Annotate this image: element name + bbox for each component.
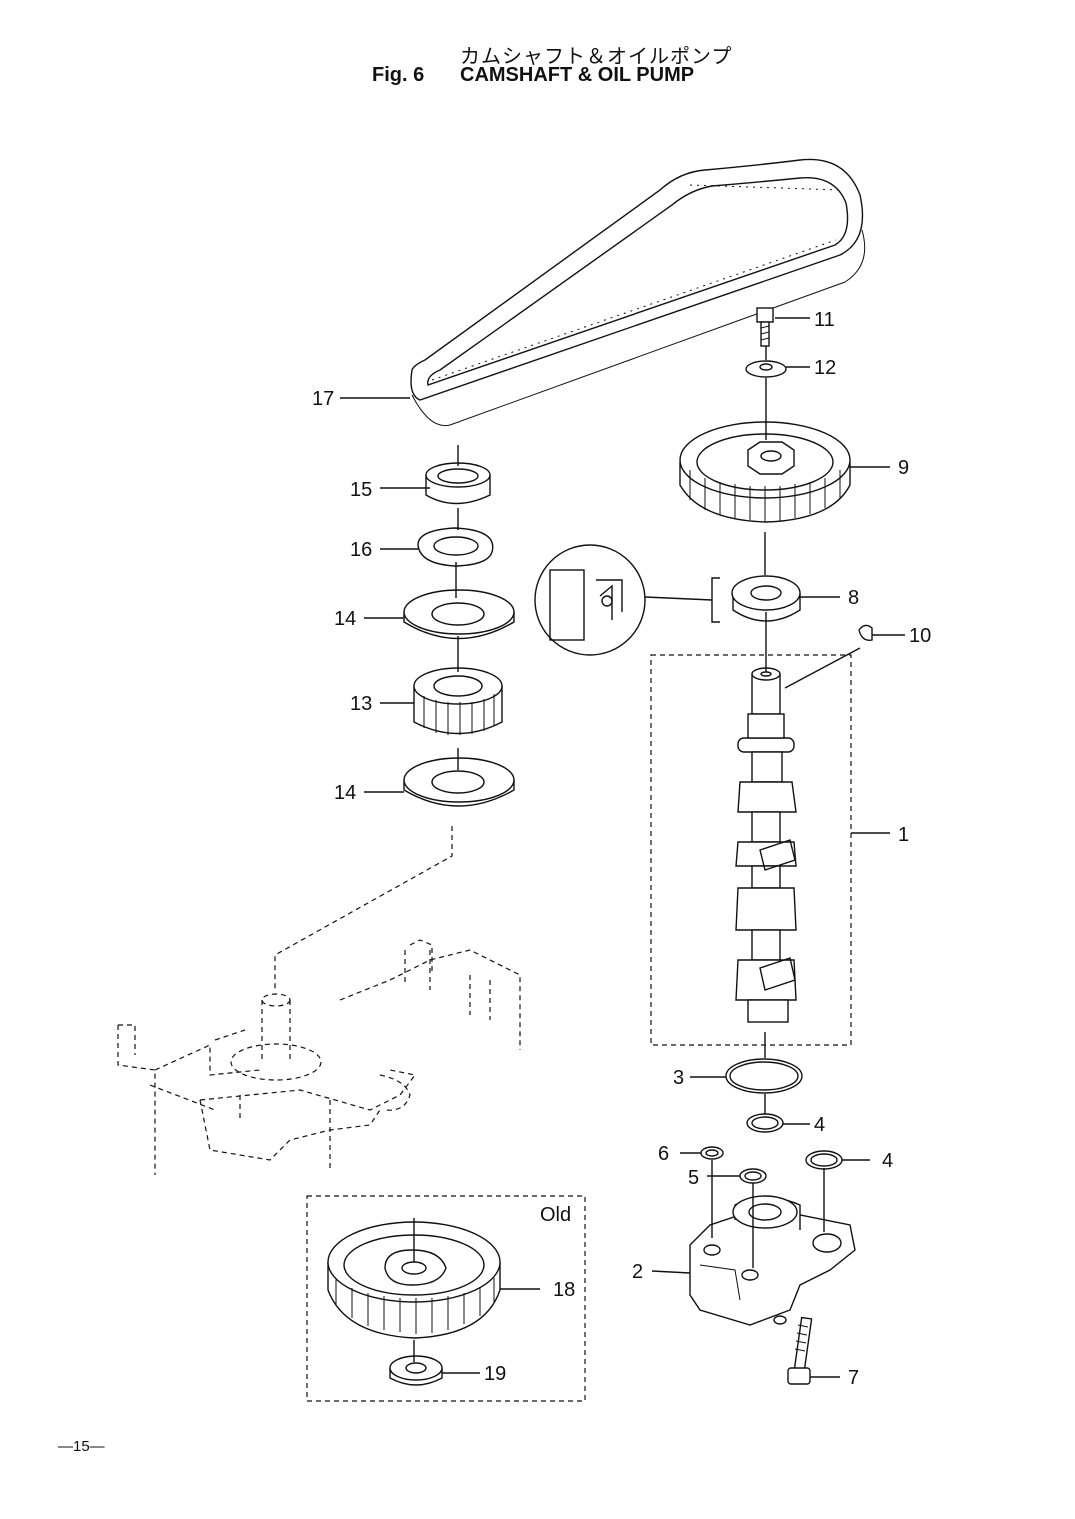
page-number: —15— <box>58 1438 105 1455</box>
o-ring-3 <box>725 1058 803 1094</box>
callout-13: 13 <box>350 693 372 715</box>
cam-pulley-9 <box>679 421 851 523</box>
callout-16: 16 <box>350 539 372 561</box>
callout-12: 12 <box>814 357 836 379</box>
engine-block-outline <box>117 826 521 1175</box>
old-parts-box <box>306 1195 586 1402</box>
seal-4-upper <box>746 1113 784 1133</box>
axis-lines-right <box>711 346 825 1268</box>
bearing-detail-inset <box>534 544 720 656</box>
lock-washer-16 <box>417 527 494 567</box>
callout-19: 19 <box>484 1363 506 1385</box>
callout-17: 17 <box>312 388 334 410</box>
leader-lines <box>340 317 905 1378</box>
bolt-7 <box>787 1316 813 1385</box>
callout-9: 9 <box>898 457 909 479</box>
axis-lines-left <box>455 445 459 770</box>
title-english: CAMSHAFT & OIL PUMP <box>460 64 695 86</box>
callout-18: 18 <box>553 1279 575 1301</box>
callout-2: 2 <box>632 1261 643 1283</box>
bearing-8 <box>731 575 801 622</box>
callout-15: 15 <box>350 479 372 501</box>
old-box-label: Old <box>540 1204 571 1226</box>
seal-5 <box>739 1168 767 1184</box>
plate-14-lower <box>403 757 515 807</box>
callout-3: 3 <box>673 1067 684 1089</box>
camshaft-1 <box>735 667 797 1023</box>
bolt-11 <box>756 307 774 347</box>
seal-4-right <box>805 1150 843 1170</box>
callout-4-upper: 4 <box>814 1114 825 1136</box>
callout-5: 5 <box>688 1167 699 1189</box>
callout-4-right: 4 <box>882 1150 893 1172</box>
callout-11: 11 <box>814 309 835 331</box>
oil-pump-2 <box>689 1195 856 1326</box>
seal-6 <box>700 1146 724 1160</box>
key-10 <box>858 624 873 641</box>
figure-label: Fig. 6 <box>372 64 425 86</box>
washer-12 <box>745 360 787 378</box>
callout-7: 7 <box>848 1367 859 1389</box>
callout-1: 1 <box>898 824 909 846</box>
callout-10: 10 <box>909 625 931 647</box>
crank-pulley-13 <box>413 667 503 735</box>
title-japanese: カムシャフト＆オイルポンプ <box>460 46 733 68</box>
plate-14-upper <box>403 589 515 640</box>
callout-14-lower: 14 <box>334 782 356 804</box>
timing-belt <box>410 158 866 427</box>
nut-15 <box>425 462 491 505</box>
callout-6: 6 <box>658 1143 669 1165</box>
washer-19-old <box>389 1355 443 1386</box>
camshaft-group-box <box>650 654 852 1046</box>
callout-8: 8 <box>848 587 859 609</box>
callout-14-upper: 14 <box>334 608 356 630</box>
